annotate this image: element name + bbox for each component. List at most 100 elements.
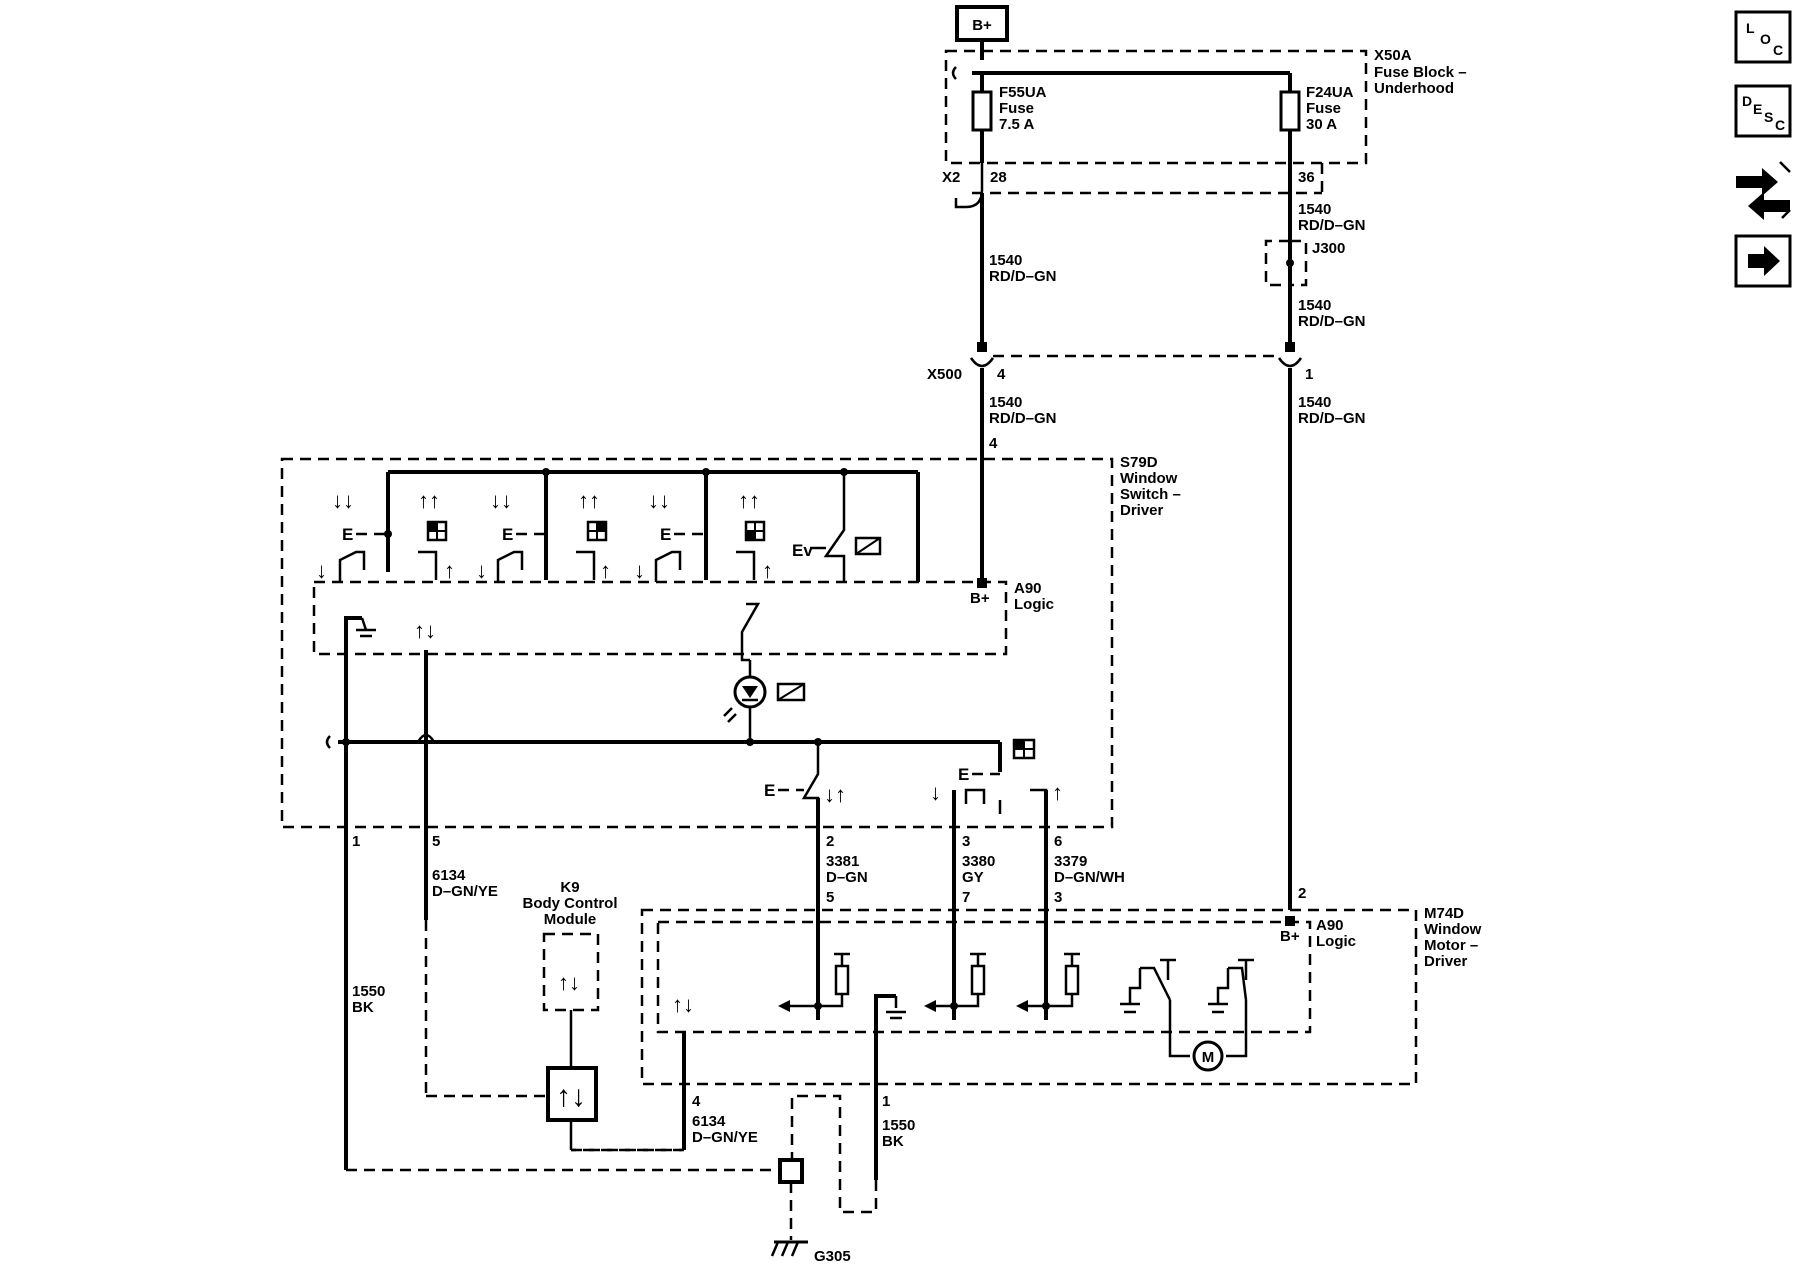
window-motor-symbol: M (1202, 1049, 1215, 1066)
svg-text:D–GN/WH: D–GN/WH (1054, 869, 1125, 886)
connector-x500-label: X500 (927, 366, 962, 383)
switch-contact-up-2: ↑↑ ↑ (576, 488, 611, 583)
svg-text:3381: 3381 (826, 853, 859, 870)
svg-text:S79D: S79D (1120, 454, 1158, 471)
x500-pin-1: 1 (1305, 366, 1313, 383)
svg-text:M74D: M74D (1424, 905, 1464, 922)
wire-1550-right-label: 1550 BK (882, 1117, 915, 1150)
description-button[interactable]: D E S C (1734, 84, 1792, 138)
fuse-pin-36: 36 (1298, 169, 1315, 186)
svg-text:E: E (660, 525, 671, 544)
switch-contact-lower-a: E ↓↑ (764, 742, 846, 840)
switch-illumination-contact (740, 602, 761, 662)
switch-contact-down-1: ↓↓ E ↓ (316, 488, 392, 583)
motor-pin-3: 3 (1054, 889, 1062, 906)
svg-text:RD/D–GN: RD/D–GN (989, 268, 1057, 285)
svg-text:Motor –: Motor – (1424, 937, 1478, 954)
wire-3379-label: 3379 D–GN/WH (1054, 853, 1125, 886)
svg-text:S: S (1764, 109, 1773, 125)
motor-pin-2: 2 (1298, 885, 1306, 902)
wire-1540-right-lower: 1540 RD/D–GN (1298, 394, 1366, 427)
body-control-module (542, 932, 600, 1012)
svg-text:1550: 1550 (352, 983, 385, 1000)
svg-text:D: D (1742, 93, 1752, 109)
svg-text:↑: ↑ (1052, 780, 1063, 805)
fuse-f55ua-label: F55UA Fuse 7.5 A (999, 84, 1047, 133)
switch-contact-up-1: ↑↑ ↑ (418, 488, 455, 583)
battery-supply: B+ (955, 5, 1009, 42)
switch-pin-1: 1 (352, 833, 360, 850)
svg-text:↑: ↑ (600, 558, 611, 583)
svg-text:C: C (1773, 42, 1783, 58)
switch-pin-5: 5 (432, 833, 440, 850)
switch-pin-6: 6 (1054, 833, 1062, 850)
svg-text:Window: Window (1424, 921, 1482, 938)
svg-text:Body Control: Body Control (523, 895, 618, 912)
svg-text:↓↓: ↓↓ (648, 488, 670, 513)
switch-contact-up-3: ↑↑ ↑ (736, 488, 773, 583)
body-control-module-title: K9 Body Control Module (523, 879, 618, 928)
fuse-f24ua-label: F24UA Fuse 30 A (1306, 84, 1354, 133)
fuse-f55ua (971, 90, 993, 132)
svg-text:Switch –: Switch – (1120, 486, 1181, 503)
svg-text:1550: 1550 (882, 1117, 915, 1134)
svg-text:↑: ↑ (444, 558, 455, 583)
svg-text:Underhood: Underhood (1374, 80, 1454, 97)
window-switch-title: S79D Window Switch – Driver (1120, 454, 1181, 519)
wire-3381-label: 3381 D–GN (826, 853, 868, 886)
switch-logic-title: A90 Logic (1014, 580, 1054, 613)
fuse-block-boundary (944, 49, 1368, 165)
splice-j300-label: J300 (1312, 240, 1345, 257)
svg-text:RD/D–GN: RD/D–GN (989, 410, 1057, 427)
svg-text:↑↑: ↑↑ (418, 488, 440, 513)
svg-text:7.5 A: 7.5 A (999, 116, 1034, 133)
battery-supply-label: B+ (972, 17, 992, 34)
wire-1540-left-upper: 1540 RD/D–GN (989, 252, 1057, 285)
svg-text:E: E (958, 765, 969, 784)
motor-input-b (924, 920, 986, 1012)
window-switch-boundary (280, 457, 1114, 829)
svg-text:E: E (764, 781, 775, 800)
ground-wire-motor (790, 1094, 878, 1214)
svg-text:↓↑: ↓↑ (824, 782, 846, 807)
svg-text:GY: GY (962, 869, 984, 886)
svg-text:K9: K9 (560, 879, 579, 896)
svg-text:O: O (1760, 31, 1771, 47)
splice-j300: J300 (1264, 239, 1345, 287)
svg-text:F55UA: F55UA (999, 84, 1047, 101)
motor-relay-left (1120, 958, 1190, 1058)
switch-contact-express: Ev (792, 472, 882, 582)
connector-end-view-icon[interactable] (1736, 161, 1791, 220)
svg-text:RD/D–GN: RD/D–GN (1298, 313, 1366, 330)
svg-text:1540: 1540 (1298, 201, 1331, 218)
motor-logic-module (656, 920, 1312, 1034)
svg-text:6134: 6134 (692, 1113, 726, 1130)
splice-pack-data-icon: ↑↓ (556, 1080, 586, 1113)
wire-1540-right-middle: 1540 RD/D–GN (1298, 297, 1366, 330)
svg-text:A90: A90 (1316, 917, 1344, 934)
svg-text:Window: Window (1120, 470, 1178, 487)
svg-text:6134: 6134 (432, 867, 466, 884)
svg-text:↑↑: ↑↑ (738, 488, 760, 513)
svg-text:3379: 3379 (1054, 853, 1087, 870)
svg-text:Driver: Driver (1120, 502, 1164, 519)
motor-pin-7: 7 (962, 889, 970, 906)
connector-x2-label: X2 (942, 169, 960, 186)
switch-contact-down-2: ↓↓ E ↓ (476, 488, 546, 583)
svg-text:D–GN/YE: D–GN/YE (692, 1129, 758, 1146)
fuse-block-title: X50A Fuse Block – Underhood (1374, 47, 1467, 97)
svg-text:30 A: 30 A (1306, 116, 1337, 133)
motor-pin-1: 1 (882, 1093, 890, 1110)
switch-logic-b-plus: B+ (970, 590, 990, 607)
location-button[interactable]: L O C (1734, 10, 1792, 64)
wire-6134-lower-label: 6134 D–GN/YE (692, 1113, 758, 1146)
switch-logic-module (312, 580, 1008, 656)
arrow-right-icon[interactable] (1734, 234, 1792, 288)
svg-text:RD/D–GN: RD/D–GN (1298, 410, 1366, 427)
svg-text:E: E (342, 525, 353, 544)
motor-pin-5: 5 (826, 889, 834, 906)
svg-text:X50A: X50A (1374, 47, 1412, 64)
ground-splice (778, 1158, 804, 1184)
wire-6134-upper-label: 6134 D–GN/YE (432, 867, 498, 900)
svg-text:↑: ↑ (762, 558, 773, 583)
